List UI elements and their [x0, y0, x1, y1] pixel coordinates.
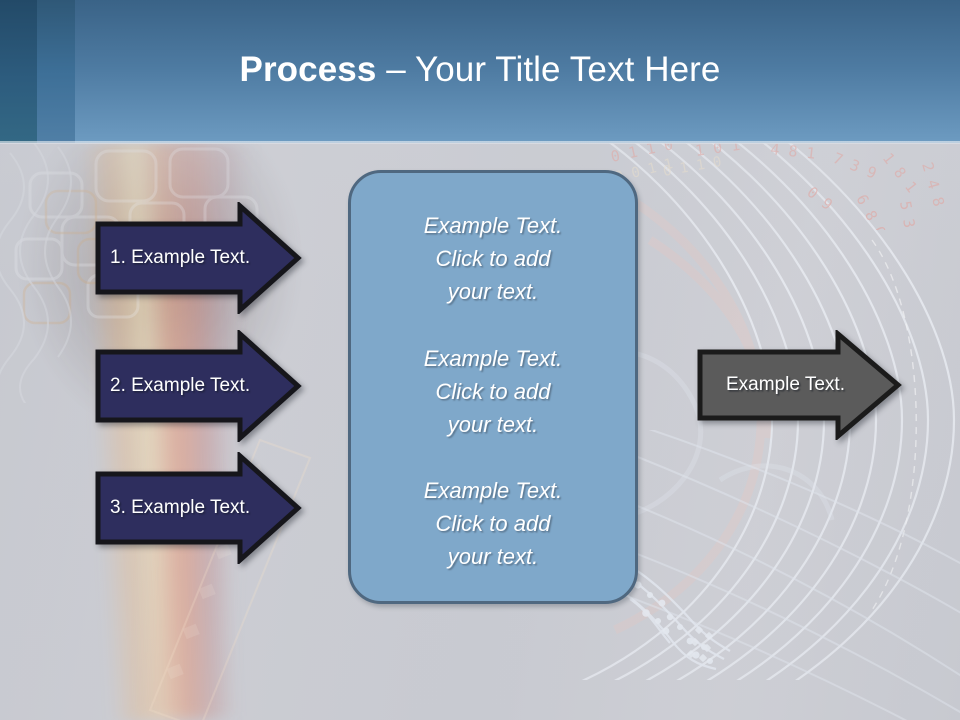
process-arrow-2-label: 2. Example Text.: [110, 375, 251, 396]
content-panel-text-3[interactable]: Example Text. Click to add your text.: [423, 478, 563, 569]
right-arrow-icon: [95, 330, 302, 442]
right-arrow-icon: [697, 330, 902, 440]
process-arrow-3-label: 3. Example Text.: [110, 497, 251, 518]
svg-text:5 3: 5 3: [896, 200, 918, 230]
header-accent-band-dark: [0, 0, 37, 143]
svg-text:4 8 1: 4 8 1: [770, 140, 817, 163]
output-arrow[interactable]: Example Text.: [696, 330, 902, 440]
header-underline: [0, 141, 960, 144]
header-gradient-band: [0, 0, 960, 143]
page-title-rest: – Your Title Text Here: [376, 50, 721, 89]
process-arrow-1[interactable]: 1. Example Text.: [94, 202, 302, 314]
content-panel[interactable]: Example Text. Click to add your text. Ex…: [348, 170, 638, 604]
page-title-strong: Process: [239, 50, 377, 89]
output-arrow-label: Example Text.: [726, 374, 845, 395]
content-panel-text-2[interactable]: Example Text. Click to add your text.: [423, 346, 563, 437]
slide-header: Process – Your Title Text Here: [0, 0, 960, 144]
right-arrow-icon: [95, 452, 302, 564]
process-arrow-1-label: 1. Example Text.: [110, 247, 251, 268]
page-title: Process – Your Title Text Here: [0, 48, 960, 92]
process-arrow-3[interactable]: 3. Example Text.: [94, 452, 302, 564]
process-arrow-2[interactable]: 2. Example Text.: [94, 330, 302, 442]
right-arrow-icon: [95, 202, 302, 314]
svg-text:1 0 1: 1 0 1: [694, 140, 741, 160]
content-panel-text-1[interactable]: Example Text. Click to add your text.: [423, 213, 563, 304]
